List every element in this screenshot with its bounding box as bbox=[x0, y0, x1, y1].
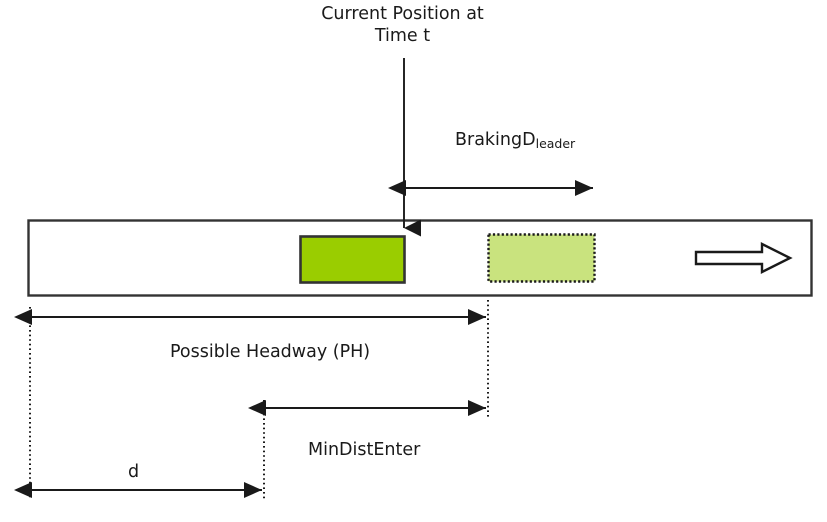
current-position-line-2: Time t bbox=[374, 25, 431, 46]
current-position-line-1: Current Position at bbox=[321, 4, 484, 24]
gap-distance-label: d bbox=[128, 462, 140, 482]
current-position-label: Current Position at Time t bbox=[290, 4, 515, 48]
braking-distance-label-subscript: leader bbox=[535, 136, 576, 151]
possible-headway-label: Possible Headway (PH) bbox=[170, 342, 371, 362]
min-dist-enter-label: MinDistEnter bbox=[308, 440, 421, 460]
travel-direction-arrow bbox=[694, 242, 793, 274]
braking-distance-label: BrakingDleader bbox=[455, 130, 575, 152]
projected-vehicle bbox=[487, 233, 596, 283]
braking-distance-label-main: BrakingD bbox=[455, 130, 536, 150]
road-corridor bbox=[27, 219, 813, 297]
leader-vehicle bbox=[299, 235, 406, 284]
